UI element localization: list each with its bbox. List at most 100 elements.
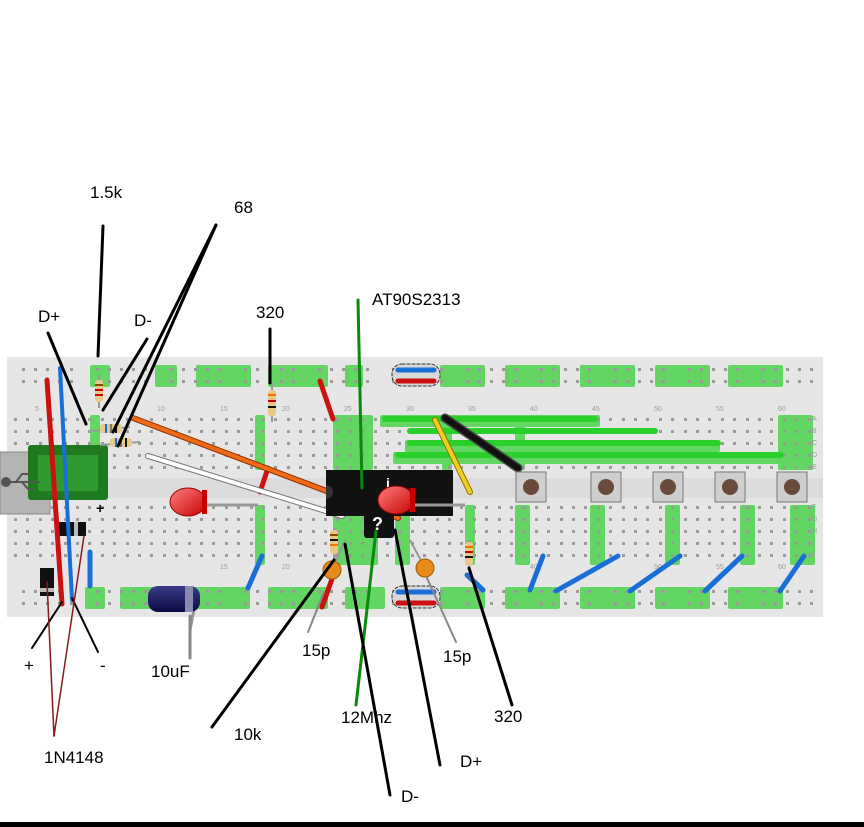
hole (163, 454, 166, 457)
hole (126, 542, 129, 545)
hole (175, 454, 178, 457)
hole (584, 506, 587, 509)
hole (262, 542, 265, 545)
hole (485, 466, 488, 469)
hole (274, 530, 277, 533)
hole (466, 590, 469, 593)
hole (659, 418, 662, 421)
hole (336, 466, 339, 469)
hole (684, 518, 687, 521)
hole (684, 542, 687, 545)
hole (597, 518, 600, 521)
led-right (377, 485, 465, 515)
hole (366, 590, 369, 593)
push-button (515, 471, 547, 503)
hole (26, 518, 29, 521)
hole (225, 518, 228, 521)
hole (212, 430, 215, 433)
hole (423, 530, 426, 533)
hole (374, 430, 377, 433)
hole (721, 518, 724, 521)
hole (783, 530, 786, 533)
hole (256, 368, 259, 371)
hole (552, 602, 555, 605)
hole (26, 418, 29, 421)
hole (721, 466, 724, 469)
hole (552, 368, 555, 371)
hole (318, 368, 321, 371)
hole (572, 542, 575, 545)
hole (473, 554, 476, 557)
column-number: 15 (220, 564, 228, 571)
hole (671, 418, 674, 421)
hole (188, 430, 191, 433)
hole (113, 530, 116, 533)
hole (436, 466, 439, 469)
hole (810, 602, 813, 605)
hole (150, 554, 153, 557)
hole (163, 418, 166, 421)
hole (502, 602, 505, 605)
hole (349, 554, 352, 557)
hole (473, 542, 476, 545)
hole (138, 430, 141, 433)
hole (795, 466, 798, 469)
hole (808, 542, 811, 545)
hole (622, 506, 625, 509)
hole (237, 506, 240, 509)
hole (700, 602, 703, 605)
hole (684, 506, 687, 509)
hole (609, 554, 612, 557)
resistor-1k5 (95, 375, 103, 408)
hole (175, 418, 178, 421)
hole (547, 542, 550, 545)
hole (244, 602, 247, 605)
hole (460, 530, 463, 533)
hole (774, 590, 777, 593)
hole (64, 518, 67, 521)
hole (113, 518, 116, 521)
hole (770, 506, 773, 509)
resistor-10k (330, 528, 338, 560)
hole (132, 368, 135, 371)
hole (14, 418, 17, 421)
column-numbers: 5 10 15 20 25 30 35 40 45 50 55 60 15 20… (35, 406, 786, 571)
hole (609, 542, 612, 545)
hole (312, 554, 315, 557)
hole (299, 466, 302, 469)
hole (14, 542, 17, 545)
hole (262, 530, 265, 533)
hole (770, 418, 773, 421)
hole (374, 454, 377, 457)
column-number: 15 (220, 406, 228, 413)
hole (572, 518, 575, 521)
hole (646, 530, 649, 533)
hole (696, 542, 699, 545)
hole (746, 466, 749, 469)
hole (292, 368, 295, 371)
hole (498, 506, 501, 509)
hole (774, 368, 777, 371)
column-number: 40 (530, 564, 538, 571)
hole (684, 418, 687, 421)
hole (588, 590, 591, 593)
hole (312, 442, 315, 445)
push-buttons (515, 471, 808, 503)
hole (733, 542, 736, 545)
hole (39, 442, 42, 445)
hole (342, 590, 345, 593)
label-capacitor-15p-right: 15p (443, 647, 471, 666)
hole (498, 518, 501, 521)
hole (708, 506, 711, 509)
hole (287, 418, 290, 421)
hole (724, 590, 727, 593)
hole (132, 380, 135, 383)
column-number: 50 (654, 406, 662, 413)
hole (634, 554, 637, 557)
hole (349, 518, 352, 521)
hole (200, 554, 203, 557)
hole (514, 380, 517, 383)
hole (88, 442, 91, 445)
hole (108, 368, 111, 371)
hole (138, 442, 141, 445)
